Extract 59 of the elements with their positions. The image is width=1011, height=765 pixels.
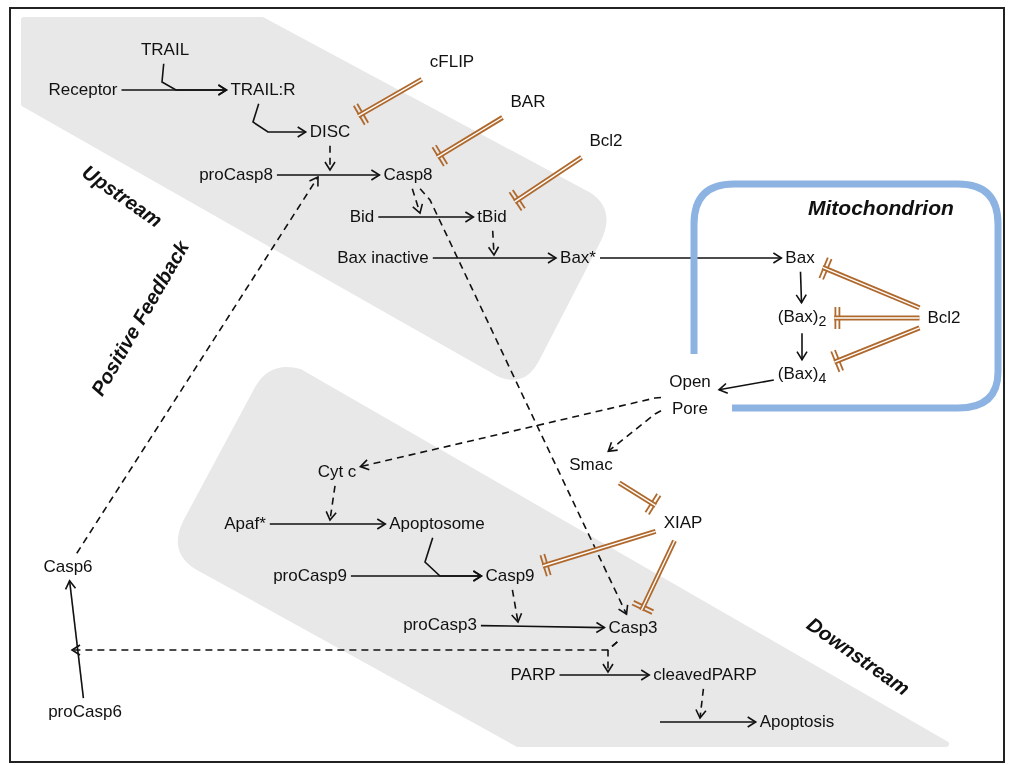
dashed-arrow [359,396,662,471]
molecule-label: Apoptosis [759,712,835,732]
dashed-arrow [607,409,662,452]
molecule-label: Bax inactive [337,248,429,268]
molecule-label: XIAP [663,513,703,533]
molecule-label: Smac [569,455,613,475]
molecule-label: Casp6 [43,557,93,577]
arrow [599,252,783,264]
dashed-arrow [325,485,337,521]
molecule-label: cleavedPARP [653,665,757,685]
arrow [718,379,775,395]
arrow [252,103,307,138]
arrow [659,716,757,728]
molecule-label: (Bax)$_{2}$ [777,306,827,330]
dashed-arrow [487,230,500,256]
molecule-label: Bax* [560,248,596,268]
dashed-arrow [602,641,619,673]
molecule-label: Casp3 [608,618,658,638]
molecule-label: Casp9 [485,566,535,586]
molecule-label: PARP [510,665,556,685]
arrow [161,63,228,96]
molecule-label: Casp8 [383,165,433,185]
molecule-label: cFLIP [429,52,475,72]
molecule-label: tBid [477,207,507,227]
molecule-label: proCasp9 [273,566,347,586]
arrow [269,518,387,530]
molecule-label: Bid [349,207,375,227]
molecule-label: Receptor [48,80,118,100]
dashed-arrow [695,688,707,719]
arrow [276,169,381,181]
dashed-arrow [510,589,523,623]
molecule-label: Bax [785,248,815,268]
dashed-arrow [76,176,319,554]
molecule-label: proCasp6 [48,702,122,722]
molecule-label: Open Pore [665,367,715,423]
arrow [432,252,557,264]
molecule-label: Bcl2 [589,131,623,151]
molecule-label: Bcl2 [927,308,961,328]
molecule-label: DISC [309,122,351,142]
dashed-arrow [324,145,336,171]
molecule-label: (Bax)$_{4}$ [777,363,827,387]
molecule-label: proCasp3 [403,615,477,635]
molecule-label: TRAIL [140,40,190,60]
arrow [558,669,650,681]
molecule-label: TRAIL:R [230,80,296,100]
molecule-label: BAR [510,92,546,112]
arrow [377,211,475,223]
arrow [480,621,606,634]
molecule-label: Apaf* [224,514,266,534]
dashed-arrow [411,188,424,214]
molecule-label: Apoptosome [389,514,485,534]
arrow [424,537,483,582]
molecule-label: proCasp8 [199,165,273,185]
arrow [795,271,808,304]
dashed-arrow [419,188,629,615]
molecule-label: Cyt c [317,462,357,482]
arrow [64,580,85,699]
compartment-title: Mitochondrion [808,196,954,220]
arrow [796,332,808,361]
